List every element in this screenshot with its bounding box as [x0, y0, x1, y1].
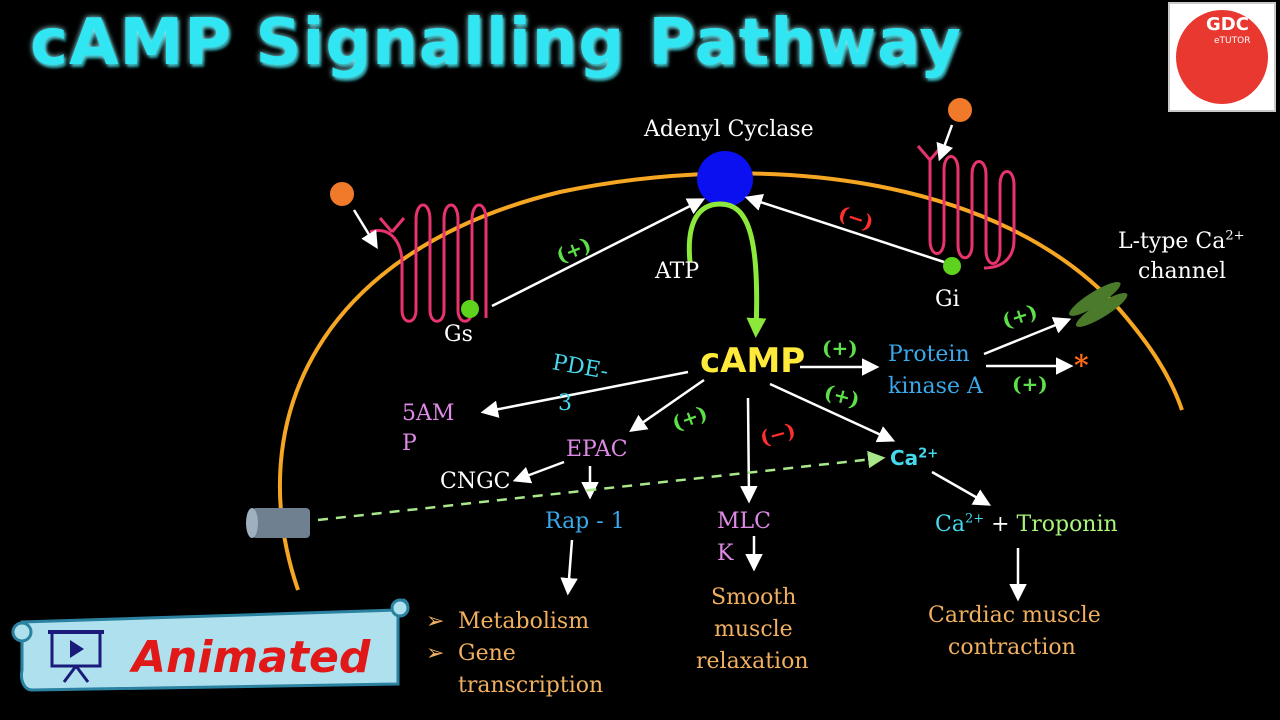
label-ca-troponin: Ca2+ + Troponin: [935, 511, 1118, 539]
ligand-gs-arrow: [352, 209, 378, 249]
label-5amp-line2: P: [402, 431, 417, 456]
label-atp: ATP: [655, 259, 700, 284]
label-mlck-line1: MLC: [717, 509, 771, 534]
camp-to-epac-arrow: [629, 378, 705, 432]
label-rap1: Rap - 1: [545, 509, 625, 534]
label-ca-text: Ca: [890, 446, 919, 470]
label-troponin-sup: 2+: [964, 511, 985, 527]
label-ltype-sup: 2+: [1225, 228, 1245, 244]
ligand-gi-arrow: [936, 124, 954, 162]
bullet-arrow-icon: ➢: [426, 641, 445, 666]
label-camp: cAMP: [700, 341, 806, 381]
list-item: ➢ Metabolism: [426, 606, 603, 638]
ca-influx-dashed-arrow: [317, 450, 886, 522]
gi-receptor: [916, 145, 1016, 270]
label-cardiac-line1: Cardiac muscle: [928, 603, 1101, 628]
label-troponin-plus: +: [984, 512, 1017, 537]
gi-to-ac-arrow: [744, 194, 945, 264]
label-pka-line1: Protein: [888, 342, 970, 367]
label-cngc: CNGC: [440, 469, 511, 494]
effect-camp-pka: (+): [822, 336, 858, 360]
adenyl-cyclase: [697, 151, 753, 207]
list-item-label: Gene: [458, 641, 516, 666]
label-smooth-line3: relaxation: [696, 649, 809, 674]
pka-to-ltype-arrow: [983, 317, 1072, 356]
ca-to-troponin-arrow: [931, 470, 992, 506]
label-troponin-ca: Ca: [935, 512, 965, 537]
label-epac: EPAC: [566, 437, 628, 462]
gs-protein: [461, 300, 479, 318]
label-ca-sup: 2+: [918, 446, 939, 462]
animated-badge-scroll: [11, 598, 410, 692]
animated-badge-label: Animated: [132, 632, 371, 683]
gs-to-ac-arrow: [491, 198, 706, 308]
list-item-label: Metabolism: [458, 609, 590, 634]
label-ltype-text: L-type Ca: [1118, 229, 1226, 254]
list-item: transcription: [426, 670, 603, 702]
label-troponin: Troponin: [1016, 512, 1118, 537]
atp-to-camp-arrow: [686, 201, 767, 338]
label-adenyl-cyclase: Adenyl Cyclase: [644, 117, 814, 142]
label-ltype-line2: channel: [1138, 259, 1226, 284]
label-pka-line2: kinase A: [888, 374, 983, 399]
camp-to-mlck-arrow: [740, 397, 758, 504]
label-ca: Ca2+: [890, 446, 938, 471]
label-ltype-line1: L-type Ca2+: [1118, 228, 1245, 256]
camp-to-ca-arrow: [769, 382, 896, 443]
gi-protein: [943, 257, 961, 275]
label-smooth-line1: Smooth: [711, 585, 797, 610]
label-5amp-line1: 5AM: [402, 401, 455, 426]
bullet-arrow-icon: ➢: [426, 609, 445, 634]
rap1-to-metabolism-arrow: [560, 539, 578, 596]
logo-circle: [1176, 10, 1268, 104]
gdc-etutor-logo: GDC eTUTOR: [1168, 2, 1276, 112]
ligand-gs: [330, 182, 354, 206]
effect-pka-star: (+): [1012, 372, 1048, 396]
label-gi: Gi: [935, 287, 960, 312]
epac-to-cngc-arrow: [512, 460, 565, 484]
ligand-gi: [948, 98, 972, 122]
ion-channel: [246, 508, 310, 538]
camp-to-amp-arrow: [480, 370, 689, 418]
presentation-icon: [48, 630, 104, 683]
list-item: ➢ Gene: [426, 638, 603, 670]
l-type-channel: [1069, 281, 1128, 327]
page-title: cAMP Signalling Pathway: [30, 6, 962, 80]
label-gs: Gs: [444, 322, 473, 347]
label-pde3-line2: 3: [558, 391, 572, 416]
logo-text-sub: eTUTOR: [1214, 36, 1251, 46]
list-item-label: transcription: [458, 673, 604, 698]
label-mlck-line2: K: [717, 541, 734, 566]
star-target: *: [1074, 349, 1089, 382]
rap1-effects-list: ➢ Metabolism ➢ Gene transcription: [426, 606, 603, 702]
label-smooth-line2: muscle: [714, 617, 793, 642]
logo-text-main: GDC: [1206, 14, 1249, 35]
label-cardiac-line2: contraction: [948, 635, 1076, 660]
